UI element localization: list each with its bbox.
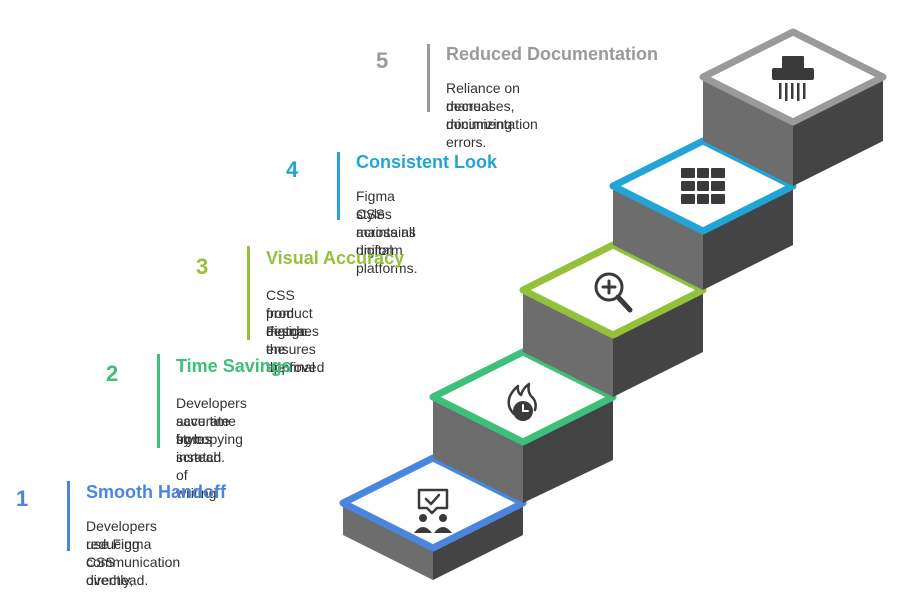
step-4-title: Consistent Look: [356, 152, 498, 172]
step-5-desc-line-2: decreases, minimizing errors.: [446, 98, 515, 150]
step-4-desc-line-2: styles across all digital platforms.: [356, 206, 418, 276]
shredder-icon: [772, 56, 814, 101]
step-5-accent-bar: [427, 44, 430, 112]
step-2-accent-bar: [157, 354, 160, 448]
step-1-title: Smooth Handoff: [86, 482, 226, 502]
step-5-number: 5: [376, 48, 389, 73]
step-4-number: 4: [286, 157, 299, 182]
step-2-title: Time Savings: [176, 356, 292, 376]
step-2-desc-line-3: from scratch.: [176, 431, 226, 465]
chat-check-users-icon: [414, 488, 452, 533]
step-2-number: 2: [106, 361, 119, 386]
step-3-desc-line-3: design.: [266, 323, 312, 339]
step-3-desc-line-2: product matches the approved: [266, 305, 325, 375]
step-2-desc-line-2: accurate styles instead of writing: [176, 413, 230, 501]
step-3-accent-bar: [247, 246, 250, 340]
step-5-title: Reduced Documentation: [446, 44, 659, 64]
step-2-desc-line-1: Developers save time by copying: [176, 395, 247, 447]
step-1-desc-line-2: reducing communication overhead.: [86, 536, 181, 588]
step-3-title: Visual Accuracy: [266, 248, 405, 268]
step-4-accent-bar: [337, 152, 340, 220]
step-1-accent-bar: [67, 481, 70, 551]
magnifier-plus-icon: [594, 272, 633, 313]
step-1-desc-line-1: Developers use Figma CSS directly,: [86, 518, 157, 588]
step-4-desc-line-1: Figma CSS maintains uniform: [356, 188, 416, 258]
step-5-desc-line-1: Reliance on manual documentation: [446, 80, 538, 132]
fire-clock-icon: [507, 382, 537, 421]
step-3-desc-line-1: CSS from Figma ensures the final: [266, 287, 316, 375]
step-3-number: 3: [196, 254, 209, 279]
grid-icon: [681, 168, 725, 204]
step-1-number: 1: [16, 486, 29, 511]
step-5-block: [699, 28, 887, 186]
